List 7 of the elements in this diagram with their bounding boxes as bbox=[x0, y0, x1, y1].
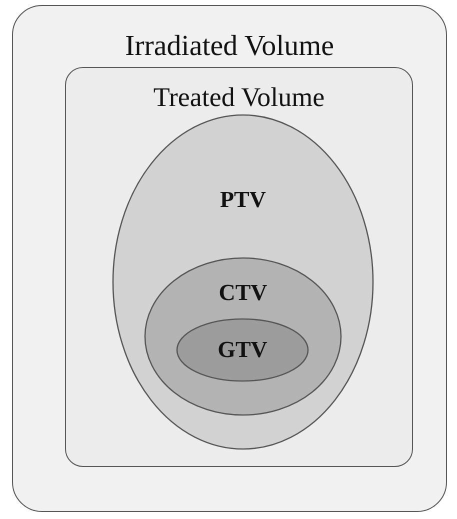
region-title: Treated Volume bbox=[152, 84, 326, 111]
volume-label: CTV bbox=[218, 281, 268, 304]
volume-label: PTV bbox=[219, 188, 267, 211]
volume-label: GTV bbox=[216, 338, 268, 361]
outer-region-box bbox=[12, 5, 447, 512]
inner-region-box bbox=[65, 67, 413, 467]
region-title: Irradiated Volume bbox=[124, 32, 336, 61]
